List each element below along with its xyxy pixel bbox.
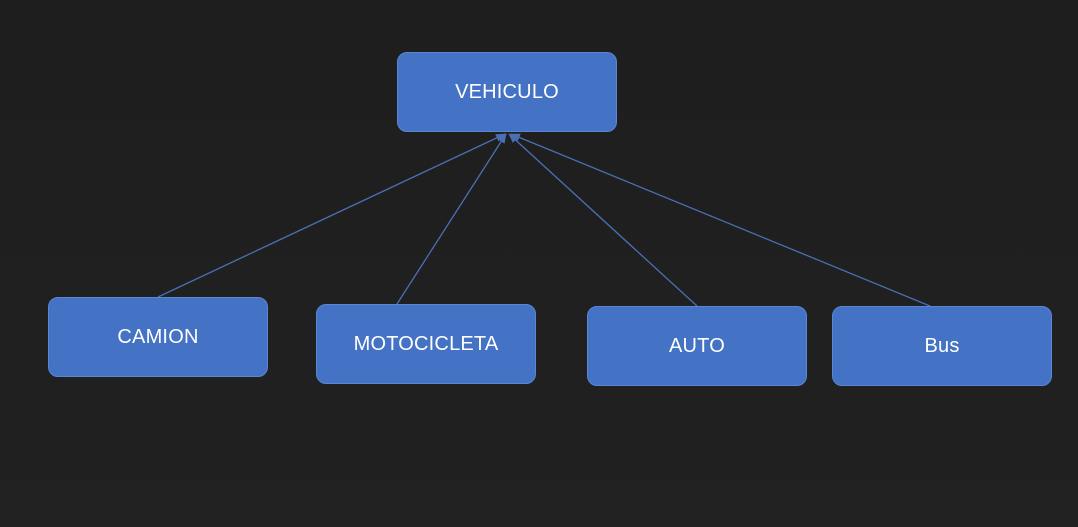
node-auto-label: AUTO — [669, 334, 725, 357]
node-bus-label: Bus — [924, 334, 960, 357]
node-vehiculo-label: VEHICULO — [455, 80, 559, 103]
connector-camion-to-vehiculo — [157, 133, 506, 298]
node-motocicleta[interactable]: MOTOCICLETA — [316, 304, 536, 384]
node-camion-label: CAMION — [117, 325, 199, 348]
connector-bus-to-vehiculo — [510, 133, 931, 307]
node-vehiculo[interactable]: VEHICULO — [397, 52, 617, 132]
connector-motocicleta-to-vehiculo — [396, 133, 507, 305]
node-bus[interactable]: Bus — [832, 306, 1052, 386]
connector-auto-to-vehiculo — [508, 133, 698, 307]
node-auto[interactable]: AUTO — [587, 306, 807, 386]
node-motocicleta-label: MOTOCICLETA — [353, 332, 499, 355]
node-camion[interactable]: CAMION — [48, 297, 268, 377]
